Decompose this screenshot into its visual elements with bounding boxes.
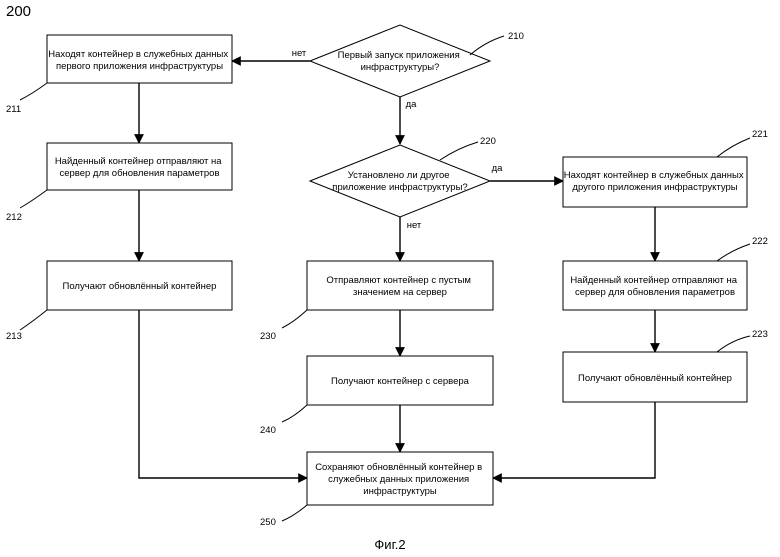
ref-213: 213 [6, 331, 22, 342]
decision-220-text: Установлено ли другое приложение инфраст… [332, 170, 467, 193]
box-221-text: Находят контейнер в служебных данных дру… [564, 170, 746, 193]
box-211: Находят контейнер в служебных данных пер… [47, 35, 232, 83]
ref-221: 221 [752, 129, 768, 140]
box-223: Получают обновлённый контейнер [563, 352, 747, 402]
ref-212: 212 [6, 212, 22, 223]
ref-210: 210 [508, 31, 524, 42]
figure-caption: Фиг.2 [374, 537, 405, 552]
ref-222: 222 [752, 236, 768, 247]
leader-220 [440, 142, 478, 160]
decision-220: Установлено ли другое приложение инфраст… [310, 145, 490, 217]
leader-212 [20, 190, 47, 208]
edge-213-250 [139, 310, 307, 478]
box-230: Отправляют контейнер с пустым значением … [307, 261, 493, 310]
box-213-text: Получают обновлённый контейнер [63, 281, 217, 292]
box-211-text: Находят контейнер в служебных данных пер… [48, 49, 230, 72]
edge-label-220-no: нет [407, 220, 422, 231]
ref-223: 223 [752, 329, 768, 340]
ref-211: 211 [6, 104, 21, 115]
leader-221 [717, 138, 750, 157]
leader-223 [717, 336, 750, 352]
edge-223-250 [493, 402, 655, 478]
leader-211 [20, 83, 47, 100]
leader-240 [282, 405, 307, 422]
figure-number: 200 [6, 3, 31, 20]
ref-250: 250 [260, 517, 276, 528]
box-212: Найденный контейнер отправляют на сервер… [47, 143, 232, 190]
box-250: Сохраняют обновлённый контейнер в служеб… [307, 452, 493, 505]
box-221: Находят контейнер в служебных данных дру… [563, 157, 747, 207]
leader-213 [20, 310, 47, 330]
box-222: Найденный контейнер отправляют на сервер… [563, 261, 747, 310]
box-240-text: Получают контейнер с сервера [331, 376, 470, 387]
leader-250 [282, 505, 307, 521]
leader-230 [282, 310, 307, 328]
box-213: Получают обновлённый контейнер [47, 261, 232, 310]
edge-label-210-no: нет [292, 48, 307, 59]
box-222-text: Найденный контейнер отправляют на сервер… [570, 275, 739, 298]
edge-label-220-yes: да [492, 163, 504, 174]
ref-230: 230 [260, 331, 276, 342]
ref-240: 240 [260, 425, 276, 436]
edge-label-210-yes: да [406, 99, 418, 110]
decision-210: Первый запуск приложения инфраструктуры? [310, 25, 490, 97]
leader-210 [470, 36, 504, 55]
ref-220: 220 [480, 136, 496, 147]
box-240: Получают контейнер с сервера [307, 356, 493, 405]
box-223-text: Получают обновлённый контейнер [578, 373, 732, 384]
box-212-text: Найденный контейнер отправляют на сервер… [55, 156, 224, 179]
leader-222 [717, 244, 750, 261]
